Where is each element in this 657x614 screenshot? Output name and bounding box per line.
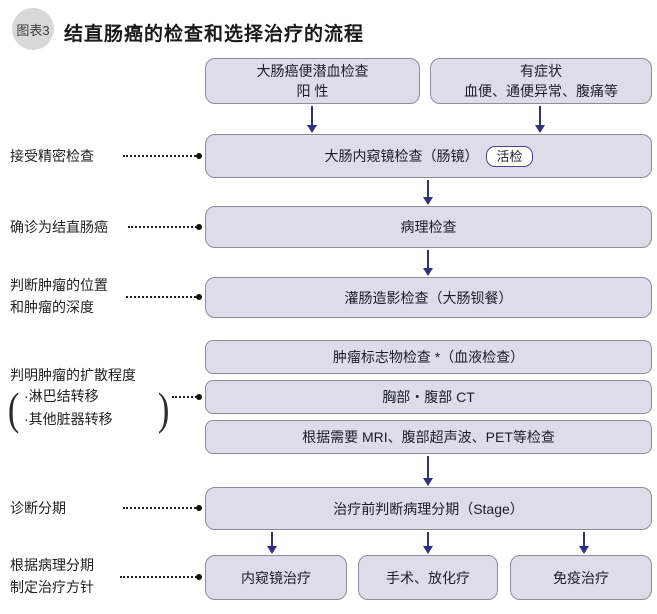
arrow-fobt-to-colonoscopy xyxy=(307,106,317,133)
label-confirmed-diagnosis: 确诊为结直肠癌 xyxy=(10,219,108,235)
paren-close: ) xyxy=(157,383,170,434)
arrow-stage-to-immuno xyxy=(579,532,589,554)
box-tumor-marker: 肿瘤标志物检查 *（血液检查） xyxy=(205,340,652,374)
arrow-colonoscopy-to-pathology xyxy=(423,180,433,205)
box-fecal-occult-blood-line2: 阳 性 xyxy=(296,83,329,99)
label-spread-extent: 判明肿瘤的扩散程度 xyxy=(10,367,136,383)
label-treatment-policy: 根据病理分期 制定治疗方针 xyxy=(10,554,94,598)
figure-number-badge: 图表3 xyxy=(12,8,54,50)
box-symptoms: 有症状 血便、通便异常、腹痛等 xyxy=(430,58,652,104)
box-barium-enema: 灌肠造影检查（大肠钡餐） xyxy=(205,277,652,318)
leader-detailed-examination xyxy=(123,153,202,159)
arrow-stage-to-surgery xyxy=(423,532,433,554)
box-symptoms-line1: 有症状 xyxy=(520,63,562,79)
leader-treatment-policy xyxy=(120,574,202,580)
box-endoscopic-treatment: 内窥镜治疗 xyxy=(205,555,347,600)
box-colonoscopy: 大肠内窥镜检查（肠镜） 活检 xyxy=(205,134,652,178)
label-treatment-policy-line1: 根据病理分期 xyxy=(10,557,94,573)
label-tumor-location-line2: 和肿瘤的深度 xyxy=(10,299,94,315)
paren-open: ( xyxy=(7,383,20,434)
page-title: 结直肠癌的检查和选择治疗的流程 xyxy=(64,24,365,45)
label-tumor-location: 判断肿瘤的位置 和肿瘤的深度 xyxy=(10,274,108,318)
arrow-pathology-to-enema xyxy=(423,250,433,276)
label-treatment-policy-line2: 制定治疗方针 xyxy=(10,579,94,595)
box-immunotherapy: 免疫治疗 xyxy=(510,555,652,600)
leader-spread-extent xyxy=(172,394,202,400)
leader-confirmed-diagnosis xyxy=(128,224,202,230)
label-diagnosis-staging: 诊断分期 xyxy=(10,500,66,516)
box-surgery-chemoradiation: 手术、放化疗 xyxy=(358,555,498,600)
box-fecal-occult-blood-line1: 大肠癌便潜血检查 xyxy=(256,63,369,79)
arrow-stage-to-endoscopic xyxy=(267,532,277,554)
arrow-imaging-to-stage xyxy=(423,456,433,486)
label-detailed-examination: 接受精密检查 xyxy=(10,148,94,164)
box-chest-abdomen-ct: 胸部・腹部 CT xyxy=(205,380,652,414)
box-staging: 治疗前判断病理分期（Stage） xyxy=(205,487,652,530)
label-other-organ-metastasis: ·其他脏器转移 xyxy=(24,411,113,427)
leader-tumor-location xyxy=(126,294,202,300)
box-fecal-occult-blood: 大肠癌便潜血检查 阳 性 xyxy=(205,58,420,104)
box-colonoscopy-label: 大肠内窥镜检查（肠镜） xyxy=(324,148,479,164)
label-lymph-node-metastasis: ·淋巴结转移 xyxy=(24,388,99,404)
leader-diagnosis-staging xyxy=(123,505,202,511)
arrow-symptoms-to-colonoscopy xyxy=(535,106,545,133)
label-tumor-location-line1: 判断肿瘤的位置 xyxy=(10,277,108,293)
biopsy-pill: 活检 xyxy=(486,145,533,167)
box-pathology: 病理检查 xyxy=(205,206,652,248)
box-symptoms-line2: 血便、通便异常、腹痛等 xyxy=(464,83,618,99)
box-mri-ultrasound-pet: 根据需要 MRI、腹部超声波、PET等检查 xyxy=(205,420,652,454)
